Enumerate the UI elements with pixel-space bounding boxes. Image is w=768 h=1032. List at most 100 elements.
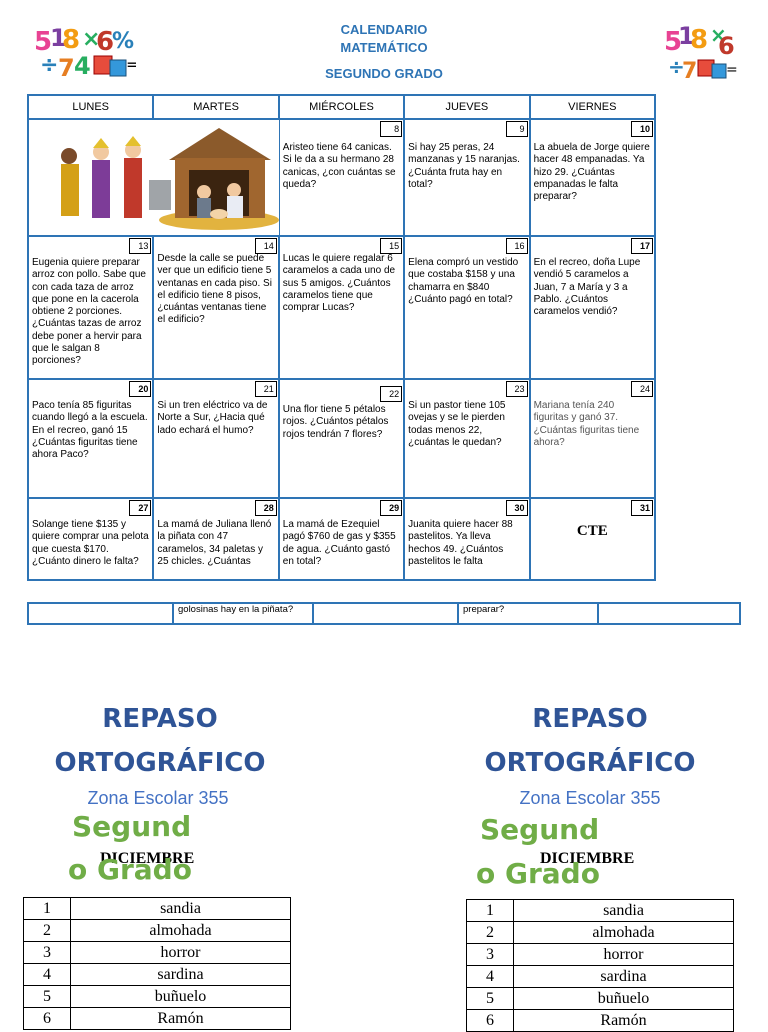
svg-text:8: 8 [690,25,708,55]
svg-text:8: 8 [62,25,80,55]
day-cell-9: 9 Si hay 25 peras, 24 manzanas y 15 nara… [403,118,531,237]
svg-text:×: × [710,23,727,47]
day-cell-8: 8 Aristeo tiene 64 canicas. Si le da a s… [277,118,406,237]
math-numbers-logo-right: 5 1 8 × 6 ÷ 7 = [664,18,740,84]
weekday-friday: VIERNES [528,94,657,120]
svg-text:5: 5 [664,27,682,57]
overflow-cell: golosinas hay en la piñata? [172,602,314,625]
day-number: 14 [254,238,277,254]
day-cell-27: 27 Solange tiene $135 y quiere comprar u… [26,497,155,581]
problem-text: Una flor tiene 5 pétalos rojos. ¿Cuántos… [282,404,389,440]
problem-text: Si un pastor tiene 105 ovejas y se le pi… [408,400,506,448]
day-number: 31 [631,500,653,516]
svg-text:6: 6 [718,32,735,60]
week-row-3: 20 Paco tenía 85 figuritas cuando llegó … [26,378,657,499]
month-label-left: DICIEMBRE [100,850,195,867]
day-number: 20 [129,381,152,397]
problem-text: Desde la calle se puede ver que un edifi… [157,253,272,326]
day-number: 17 [631,238,653,254]
day-cell-23: 23 Si un pastor tiene 105 ovejas y se le… [403,378,531,499]
weekday-thursday: JUEVES [403,94,531,120]
day-number: 16 [505,238,528,254]
day-cell-21: 21 Si un tren eléctrico va de Norte a Su… [152,378,280,499]
day-number: 23 [505,381,528,397]
weekday-monday: LUNES [26,94,155,120]
zone-label-left: Zona Escolar 355 [87,788,229,808]
overflow-cell [312,602,459,625]
repaso-title-right-line2: ORTOGRÁFICO [484,748,696,778]
day-number: 24 [631,381,653,397]
problem-text: Solange tiene $135 y quiere comprar una … [32,519,149,567]
problem-text: Eugenia quiere preparar arroz con pollo.… [32,257,146,367]
problem-text: En el recreo, doña Lupe vendió 5 caramel… [533,257,641,318]
svg-text:÷: ÷ [40,53,58,78]
grade-label-right-part1: Segund [480,813,600,846]
overflow-cell [597,602,741,625]
day-cell-31: 31 CTE [528,497,657,581]
problem-text: Juanita quiere hacer 88 pastelitos. Ya l… [408,519,513,567]
day-number: 27 [129,500,152,516]
day-cell-30: 30 Juanita quiere hacer 88 pastelitos. Y… [403,497,531,581]
problem-text: Mariana tenía 240 figuritas y ganó 37. ¿… [533,400,640,448]
problem-text: La mamá de Ezequiel pagó $760 de gas y $… [282,519,396,567]
svg-text:1: 1 [50,24,67,52]
week-row-1: 8 Aristeo tiene 64 canicas. Si le da a s… [27,118,657,237]
problem-text: La abuela de Jorge quiere hacer 48 empan… [533,142,650,203]
day-number: 28 [254,500,277,516]
svg-text:×: × [82,27,100,52]
overflow-row: golosinas hay en la piñata? preparar? [27,602,741,625]
day-number: 22 [380,386,403,402]
math-calendar-grid: LUNES MARTES MIÉRCOLES JUEVES VIERNES [26,94,657,581]
month-label-right: DICIEMBRE [540,850,635,867]
nativity-scene-image [29,120,279,235]
day-cell-10: 10 La abuela de Jorge quiere hacer 48 em… [528,118,657,237]
day-cell-13: 13 Eugenia quiere preparar arroz con pol… [26,235,155,380]
day-number: 13 [129,238,152,254]
day-number: 21 [254,381,277,397]
svg-text:1: 1 [678,22,695,50]
day-cell-17: 17 En el recreo, doña Lupe vendió 5 cara… [528,235,657,380]
weekday-header-row: LUNES MARTES MIÉRCOLES JUEVES VIERNES [26,94,657,120]
svg-text:6: 6 [96,27,114,57]
problem-text: Si hay 25 peras, 24 manzanas y 15 naranj… [408,142,520,190]
calendar-subtitle: SEGUNDO GRADO [325,66,443,81]
problem-text: Si un tren eléctrico va de Norte a Sur, … [157,400,268,436]
repaso-title-left-line2: ORTOGRÁFICO [54,748,266,778]
week-row-4: 27 Solange tiene $135 y quiere comprar u… [26,497,657,581]
problem-text: Aristeo tiene 64 canicas. Si le da a su … [282,142,396,190]
svg-text:5: 5 [34,27,52,57]
problem-text: Lucas le quiere regalar 6 caramelos a ca… [282,253,396,314]
overflow-cell: preparar? [457,602,599,625]
day-number: 30 [505,500,528,516]
svg-text:4: 4 [74,52,91,80]
day-number: 9 [505,121,528,137]
calendar-title-line2: MATEMÁTICO [340,40,428,55]
svg-text:7: 7 [682,59,697,84]
grade-label-right-part2: o Grado [476,857,600,890]
day-cell-28: 28 La mamá de Juliana llenó la piñata co… [152,497,280,581]
weekday-tuesday: MARTES [152,94,280,120]
svg-text:=: = [726,62,738,78]
day-number: 29 [380,500,403,516]
repaso-title-right-line1: REPASO [532,704,648,734]
day-cell-29: 29 La mamá de Ezequiel pagó $760 de gas … [277,497,406,581]
day-number: 8 [380,121,403,137]
day-cell-24: 24 Mariana tenía 240 figuritas y ganó 37… [528,378,657,499]
problem-text: Elena compró un vestido que costaba $158… [408,257,519,305]
day-number: 10 [631,121,653,137]
svg-text:÷: ÷ [668,55,685,79]
day-number: 15 [380,238,403,254]
math-numbers-logo-left: 5 1 8 × 6 % ÷ 7 4 = [32,22,136,82]
problem-text: La mamá de Juliana llenó la piñata con 4… [157,519,272,567]
cte-label: CTE [576,523,608,539]
